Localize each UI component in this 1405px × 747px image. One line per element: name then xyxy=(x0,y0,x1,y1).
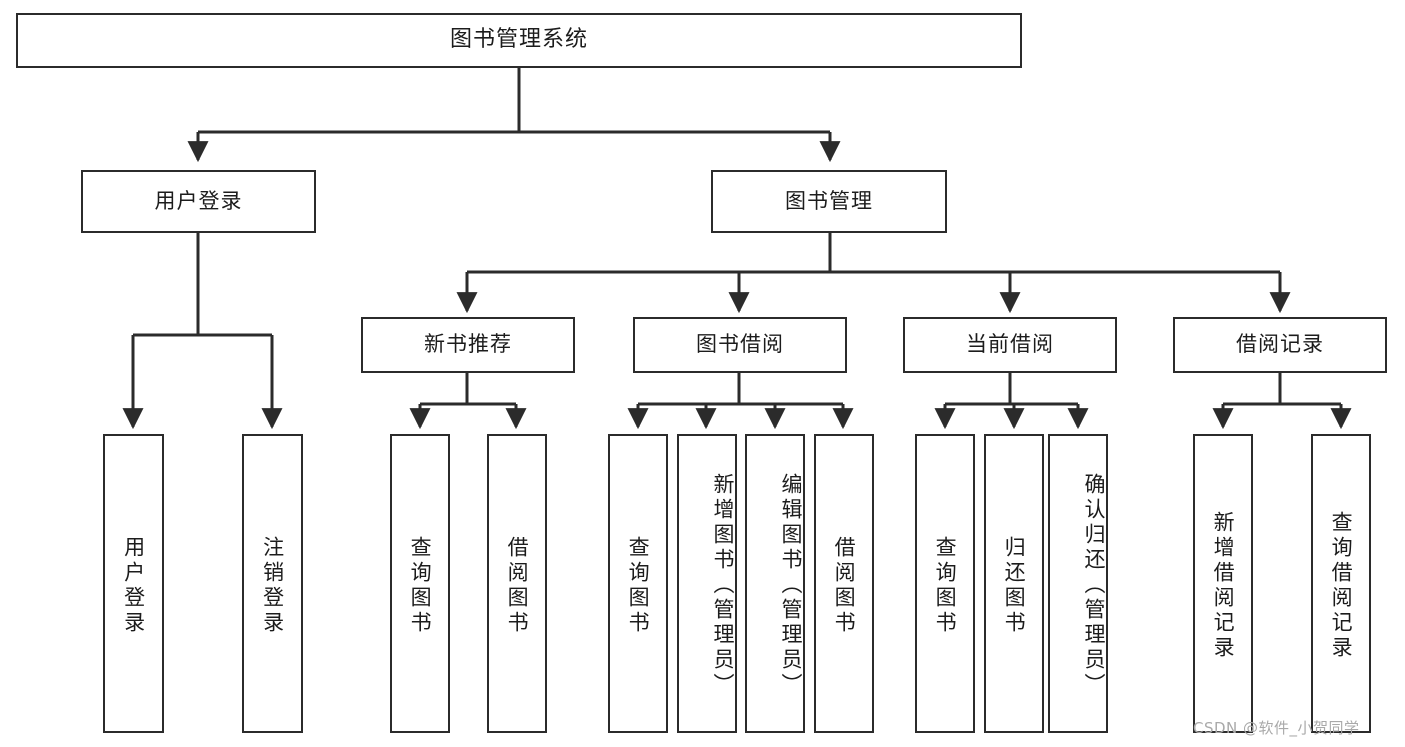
leaf-borrow-add-book-admin[interactable]: 新增图书（管理员） xyxy=(677,434,737,733)
csdn-watermark: CSDN @软件_小贺同学 xyxy=(1193,719,1360,737)
leaf-record-add-record[interactable]: 新增借阅记录 xyxy=(1193,434,1253,733)
leaf-current-confirm-return-admin[interactable]: 确认归还（管理员） xyxy=(1048,434,1108,733)
leaf-current-return-book[interactable]: 归还图书 xyxy=(984,434,1044,733)
node-new-book-recommend[interactable]: 新书推荐 xyxy=(361,317,575,373)
node-root-system[interactable]: 图书管理系统 xyxy=(16,13,1022,68)
node-book-borrow[interactable]: 图书借阅 xyxy=(633,317,847,373)
leaf-new-book-borrow[interactable]: 借阅图书 xyxy=(487,434,547,733)
node-book-management[interactable]: 图书管理 xyxy=(711,170,947,233)
node-current-borrow[interactable]: 当前借阅 xyxy=(903,317,1117,373)
node-borrow-record[interactable]: 借阅记录 xyxy=(1173,317,1387,373)
node-user-login[interactable]: 用户登录 xyxy=(81,170,316,233)
leaf-new-book-query[interactable]: 查询图书 xyxy=(390,434,450,733)
leaf-borrow-query-book[interactable]: 查询图书 xyxy=(608,434,668,733)
leaf-user-login-logout[interactable]: 注销登录 xyxy=(242,434,303,733)
leaf-current-query-book[interactable]: 查询图书 xyxy=(915,434,975,733)
leaf-borrow-borrow-book[interactable]: 借阅图书 xyxy=(814,434,874,733)
leaf-borrow-edit-book-admin[interactable]: 编辑图书（管理员） xyxy=(745,434,805,733)
leaf-user-login-login[interactable]: 用户登录 xyxy=(103,434,164,733)
leaf-record-query-record[interactable]: 查询借阅记录 xyxy=(1311,434,1371,733)
